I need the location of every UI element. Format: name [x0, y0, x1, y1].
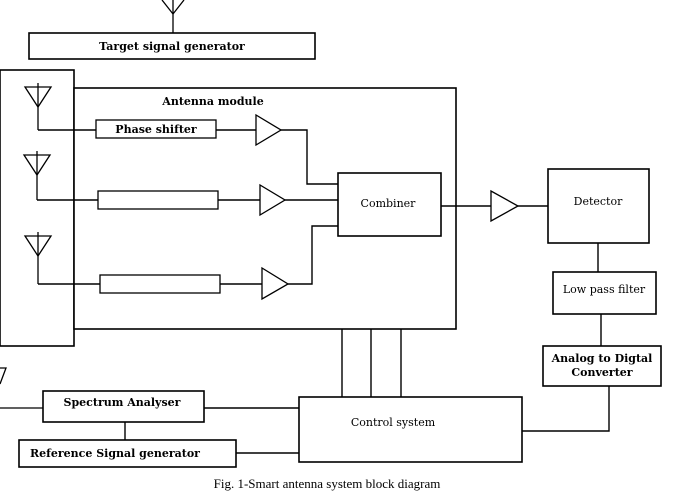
control-system-box [298, 396, 523, 463]
antenna-element-3-icon [23, 232, 53, 284]
antenna-module-label: Antenna module [161, 95, 263, 108]
target-antenna-icon [161, 0, 185, 33]
target-signal-generator-box [28, 32, 316, 60]
antenna-array-panel [0, 69, 75, 347]
spectrum-analyser-antenna-icon [0, 367, 43, 409]
detector-box [547, 168, 650, 244]
amp3-to-combiner-line [288, 225, 338, 285]
spectrum-analyser-box [42, 390, 205, 423]
adc-box [542, 345, 662, 387]
low-pass-filter-box [552, 271, 657, 315]
spectrum-analyser-label: Spectrum Analyser [64, 396, 181, 409]
detector-label: Detector [574, 195, 623, 208]
phase-shifter-box-2 [97, 190, 219, 210]
reference-signal-generator-label: Reference Signal generator [30, 447, 200, 460]
phase-shifter-box-3 [99, 274, 221, 294]
combiner-label: Combiner [361, 197, 417, 210]
control-system-label: Control system [351, 416, 436, 429]
antenna-element-2-icon [22, 151, 52, 200]
amp1-to-combiner-line [281, 129, 338, 185]
amplifier-1-icon [255, 113, 283, 147]
low-pass-filter-label: Low pass filter [563, 283, 646, 296]
amplifier-3-icon [261, 266, 290, 301]
amplifier-2-icon [259, 183, 287, 217]
phase-shifter-label: Phase shifter [115, 123, 197, 136]
adc-label-line2: Converter [571, 366, 632, 379]
adc-to-control-line [522, 386, 610, 432]
figure-caption: Fig. 1-Smart antenna system block diagra… [214, 476, 441, 491]
antenna-element-1-icon [23, 83, 53, 130]
adc-label-line1: Analog to Digtal [551, 352, 653, 365]
combiner-box [337, 172, 442, 237]
phase-shifter-box-1 [95, 119, 217, 139]
output-amplifier-icon [490, 189, 520, 223]
target-signal-generator-label: Target signal generator [99, 40, 245, 53]
